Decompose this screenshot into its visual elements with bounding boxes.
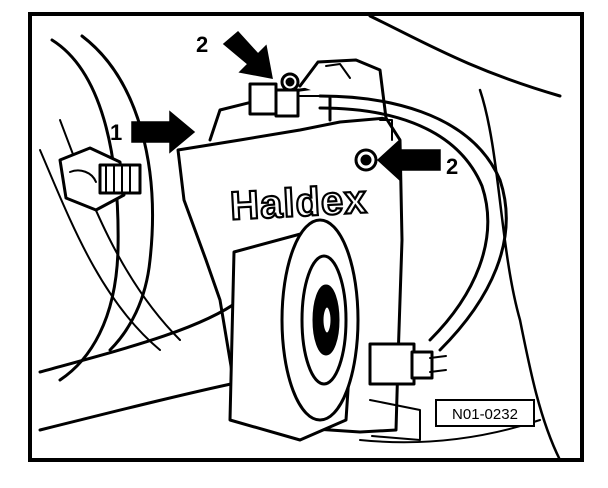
brand-lettering: Haldex: [229, 178, 368, 229]
cable-arc-outer: [318, 94, 508, 352]
housing-mount-detail: [325, 63, 351, 79]
housing-foot: [369, 399, 421, 441]
hex-nut: [58, 146, 142, 212]
left-strap-2: [59, 119, 181, 341]
top-right-shell: [368, 14, 562, 98]
left-body-contour-inner: [80, 34, 154, 352]
arrow-callout-1: [131, 110, 196, 154]
callout-arrows: [131, 30, 441, 182]
left-strap: [39, 149, 161, 351]
left-body-contour: [50, 38, 120, 382]
housing-mount-block: [298, 58, 388, 120]
callout-number-2-right: 2: [446, 154, 458, 179]
reference-code-box: N01-0232: [435, 399, 535, 427]
bracket-bolt: [354, 119, 393, 172]
arrow-callout-2b: [376, 138, 441, 182]
mechanical-illustration: [38, 14, 562, 462]
pump-cylinder: [228, 218, 360, 442]
top-connector: [248, 72, 321, 118]
right-edge-contour: [478, 88, 562, 462]
cable-arc-inner: [318, 106, 490, 342]
callout-number-2-top: 2: [196, 32, 208, 57]
arrow-callout-2a: [222, 30, 273, 79]
bottom-connector: [368, 342, 447, 386]
callout-number-1: 1: [110, 120, 122, 145]
reference-code: N01-0232: [452, 406, 518, 423]
